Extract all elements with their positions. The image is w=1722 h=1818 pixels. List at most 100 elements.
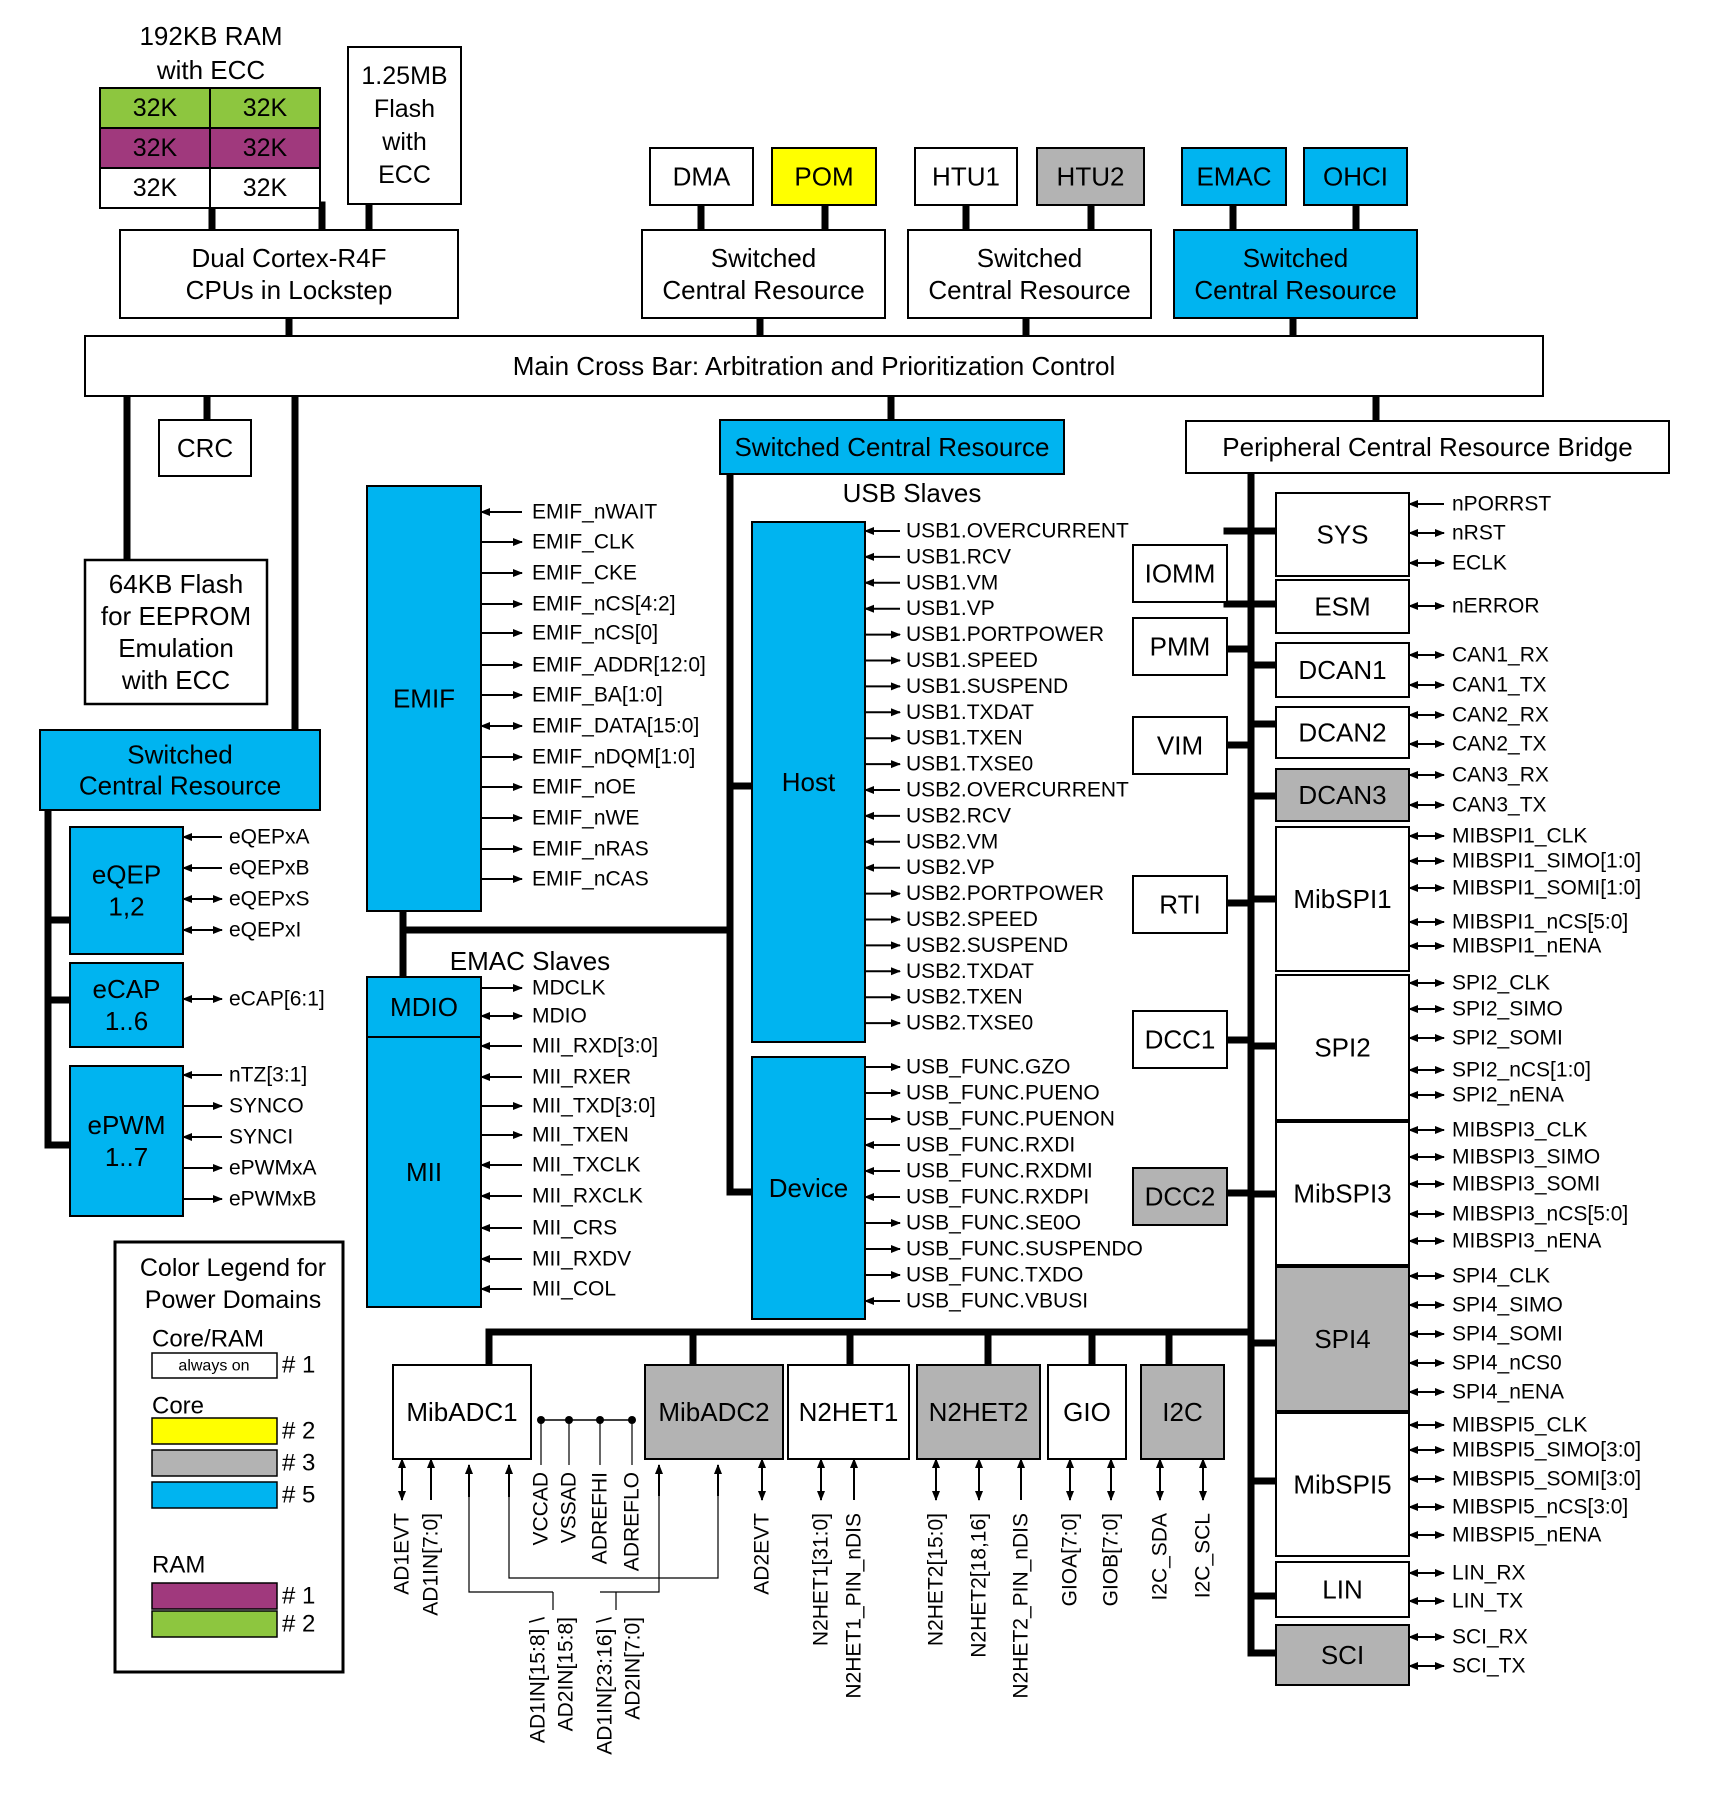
signal-label: MII_TXEN bbox=[532, 1124, 629, 1147]
signal-label: EMIF_CKE bbox=[532, 562, 637, 585]
crc-block-box bbox=[158, 419, 252, 477]
signal-label: USB1.OVERCURRENT bbox=[906, 520, 1129, 543]
signal-label: MIBSPI3_SOMI bbox=[1452, 1173, 1600, 1196]
signal-label: N2HET1_PIN_nDIS bbox=[843, 1513, 866, 1699]
legend-swatch-always-on bbox=[151, 1352, 278, 1379]
ram-bank-label: 32K bbox=[133, 94, 178, 122]
signal-label: USB_FUNC.SUSPENDO bbox=[906, 1238, 1143, 1261]
scr-left-label: Central Resource bbox=[79, 771, 281, 801]
mibspi1-block: MibSPI1 bbox=[1275, 826, 1410, 972]
signal-label: MIBSPI5_SIMO[3:0] bbox=[1452, 1439, 1641, 1462]
epwm-block-box bbox=[69, 1065, 184, 1217]
signal-label: AD1IN[7:0] bbox=[420, 1513, 443, 1616]
signal-label: MIBSPI1_nCS[5:0] bbox=[1452, 911, 1628, 934]
emac-block-label: EMAC bbox=[1196, 162, 1271, 192]
signal-label: USB_FUNC.GZO bbox=[906, 1056, 1071, 1079]
dcc1-block: DCC1 bbox=[1132, 1010, 1228, 1069]
signal-label: N2HET2_PIN_nDIS bbox=[1010, 1513, 1033, 1699]
ram-bank-label: 32K bbox=[133, 174, 178, 202]
ram-bank-label: 32K bbox=[243, 94, 288, 122]
signal-label: I2C_SDA bbox=[1149, 1513, 1172, 1601]
usb-device-block-box bbox=[751, 1056, 866, 1320]
signal-label: USB1.TXSE0 bbox=[906, 753, 1033, 776]
dcan2-block-box bbox=[1275, 706, 1410, 759]
eeprom-flash-label: Emulation bbox=[118, 633, 234, 663]
legend-number: # 2 bbox=[282, 1611, 315, 1638]
signal-label: AD2EVT bbox=[751, 1513, 774, 1595]
ohci-block-box bbox=[1303, 147, 1408, 206]
sys-block-box bbox=[1275, 492, 1410, 577]
spi4-block: SPI4 bbox=[1275, 1266, 1410, 1412]
legend-title: Color Legend for bbox=[140, 1254, 326, 1282]
iomm-block-box bbox=[1132, 544, 1228, 603]
eqep-block-box bbox=[69, 826, 184, 955]
esm-block-label: ESM bbox=[1314, 592, 1370, 622]
signal-label: MII_RXCLK bbox=[532, 1185, 643, 1208]
dcc2-block-box bbox=[1132, 1167, 1228, 1226]
legend-title: Power Domains bbox=[145, 1286, 321, 1314]
ram-bank: 32K bbox=[99, 87, 211, 129]
signal-label: nERROR bbox=[1452, 595, 1540, 618]
legend-swatch-core bbox=[151, 1417, 278, 1445]
mibspi5-block-box bbox=[1275, 1412, 1410, 1557]
legend-swatch-ram bbox=[151, 1610, 278, 1638]
scr-left-box bbox=[39, 729, 321, 811]
sci-block: SCI bbox=[1275, 1624, 1410, 1686]
signal-label: nTZ[3:1] bbox=[229, 1064, 307, 1087]
signal-label: EMIF_nOE bbox=[532, 776, 636, 799]
signal-label: MIBSPI1_SIMO[1:0] bbox=[1452, 850, 1641, 873]
legend-number: # 2 bbox=[282, 1418, 315, 1445]
mibspi5-block-label: MibSPI5 bbox=[1293, 1470, 1391, 1500]
dcan1-block: DCAN1 bbox=[1275, 642, 1410, 698]
mdio-block-label: MDIO bbox=[390, 992, 458, 1022]
mibadc2-block-box bbox=[644, 1364, 784, 1460]
signal-label: EMIF_BA[1:0] bbox=[532, 684, 663, 707]
legend-swatch-core bbox=[151, 1449, 278, 1477]
pom-block: POM bbox=[771, 147, 877, 206]
flash-block-label: with bbox=[381, 128, 426, 156]
htu2-block: HTU2 bbox=[1036, 147, 1145, 206]
signal-label: USB1.TXDAT bbox=[906, 701, 1034, 724]
crc-block-label: CRC bbox=[177, 433, 233, 463]
signal-label: USB_FUNC.PUENO bbox=[906, 1082, 1100, 1105]
signal-label: ADREFLO bbox=[621, 1472, 644, 1571]
signal-label: USB2.RCV bbox=[906, 804, 1011, 827]
spi2-block-box bbox=[1275, 974, 1410, 1121]
dma-block-box bbox=[649, 147, 754, 206]
usb-host-block-box bbox=[751, 521, 866, 1043]
scr-emac-ohci-label: Switched bbox=[1243, 243, 1349, 273]
mibspi1-block-label: MibSPI1 bbox=[1293, 884, 1391, 914]
signal-label: MII_RXDV bbox=[532, 1248, 631, 1271]
signal-label: eQEPxB bbox=[229, 857, 310, 880]
sys-block: SYS bbox=[1275, 492, 1410, 577]
crc-block: CRC bbox=[158, 419, 252, 477]
signal-label: EMIF_nRAS bbox=[532, 838, 649, 861]
usb-host-block: Host bbox=[751, 521, 866, 1043]
scr-htu-box bbox=[907, 229, 1152, 319]
mibspi3-block-label: MibSPI3 bbox=[1293, 1179, 1391, 1209]
signal-label: ADREFHI bbox=[589, 1472, 612, 1564]
emif-block-label: EMIF bbox=[393, 684, 455, 714]
ram-bank: 32K bbox=[99, 127, 211, 169]
ohci-block: OHCI bbox=[1303, 147, 1408, 206]
signal-label: SCI_RX bbox=[1452, 1626, 1528, 1649]
signal-label: EMIF_nDQM[1:0] bbox=[532, 746, 695, 769]
n2het2-block-box bbox=[916, 1364, 1041, 1460]
signal-label: SPI4_SOMI bbox=[1452, 1323, 1563, 1346]
signal-label: MIBSPI3_SIMO bbox=[1452, 1146, 1600, 1169]
emif-block: EMIF bbox=[366, 485, 482, 912]
signal-label: N2HET1[31:0] bbox=[810, 1513, 833, 1646]
i2c-block: I2C bbox=[1140, 1364, 1225, 1460]
signal-label: USB_FUNC.SE0O bbox=[906, 1212, 1081, 1235]
signal-label: MIBSPI5_CLK bbox=[1452, 1414, 1587, 1437]
htu1-block: HTU1 bbox=[914, 147, 1018, 206]
signal-label: USB1.PORTPOWER bbox=[906, 623, 1104, 646]
emac-slaves-title: EMAC Slaves bbox=[450, 946, 610, 976]
gio-block-box bbox=[1047, 1364, 1127, 1460]
signal-label: USB1.RCV bbox=[906, 545, 1011, 568]
i2c-block-box bbox=[1140, 1364, 1225, 1460]
scr-emac-ohci-box bbox=[1173, 229, 1418, 319]
signal-label: VSSAD bbox=[558, 1472, 581, 1543]
